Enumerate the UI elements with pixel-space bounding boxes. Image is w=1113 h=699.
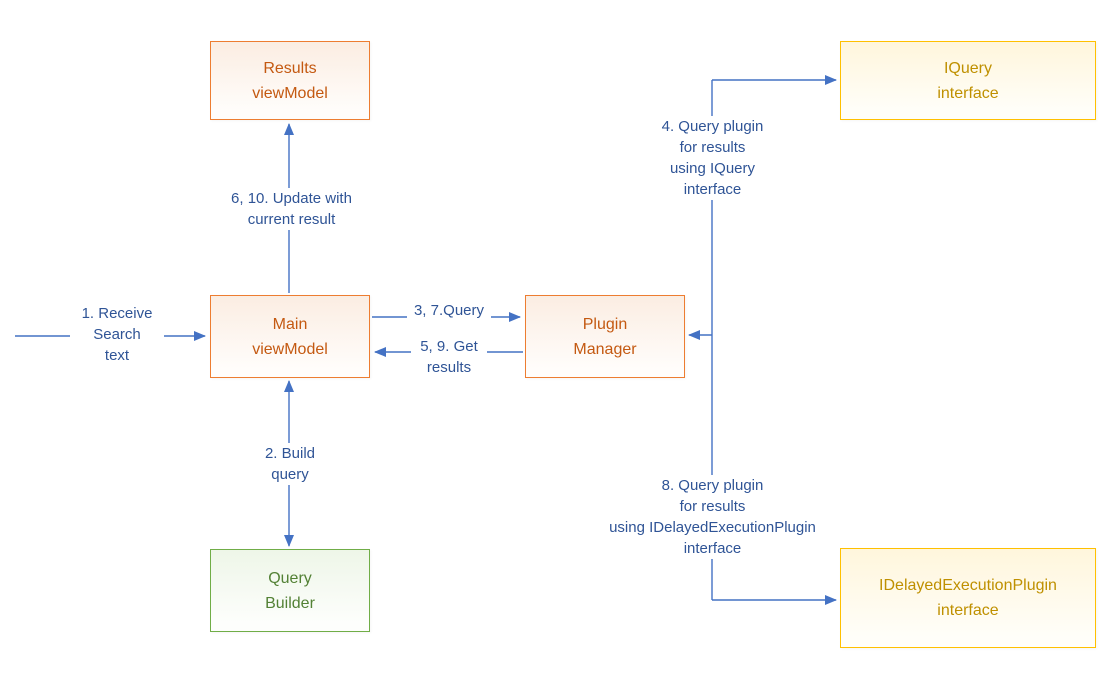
- box-main-viewmodel-label: Main viewModel: [252, 315, 328, 358]
- label-update-with-current-result: 6, 10. Update with current result: [219, 188, 364, 230]
- box-plugin-manager-label: Plugin Manager: [573, 315, 637, 358]
- box-plugin-manager: Plugin Manager: [525, 295, 685, 378]
- box-query-builder-label: Query Builder: [265, 569, 315, 612]
- label-query: 3, 7.Query: [407, 300, 491, 321]
- box-main-viewmodel: Main viewModel: [210, 295, 370, 378]
- label-receive-search-text: 1. Receive Search text: [70, 303, 164, 366]
- label-query-plugin-iquery: 4. Query plugin for results using IQuery…: [645, 116, 780, 200]
- box-results-viewmodel: Results viewModel: [210, 41, 370, 120]
- label-build-query: 2. Build query: [249, 443, 331, 485]
- box-iquery-interface: IQuery interface: [840, 41, 1096, 120]
- box-idelayedexecutionplugin-interface-label: IDelayedExecutionPlugin interface: [879, 577, 1057, 619]
- box-query-builder: Query Builder: [210, 549, 370, 632]
- label-get-results: 5, 9. Get results: [411, 336, 487, 378]
- box-idelayedexecutionplugin-interface: IDelayedExecutionPlugin interface: [840, 548, 1096, 648]
- box-iquery-interface-label: IQuery interface: [937, 59, 999, 102]
- box-results-viewmodel-label: Results viewModel: [252, 59, 328, 102]
- label-query-plugin-idelayed: 8. Query plugin for results using IDelay…: [600, 475, 825, 559]
